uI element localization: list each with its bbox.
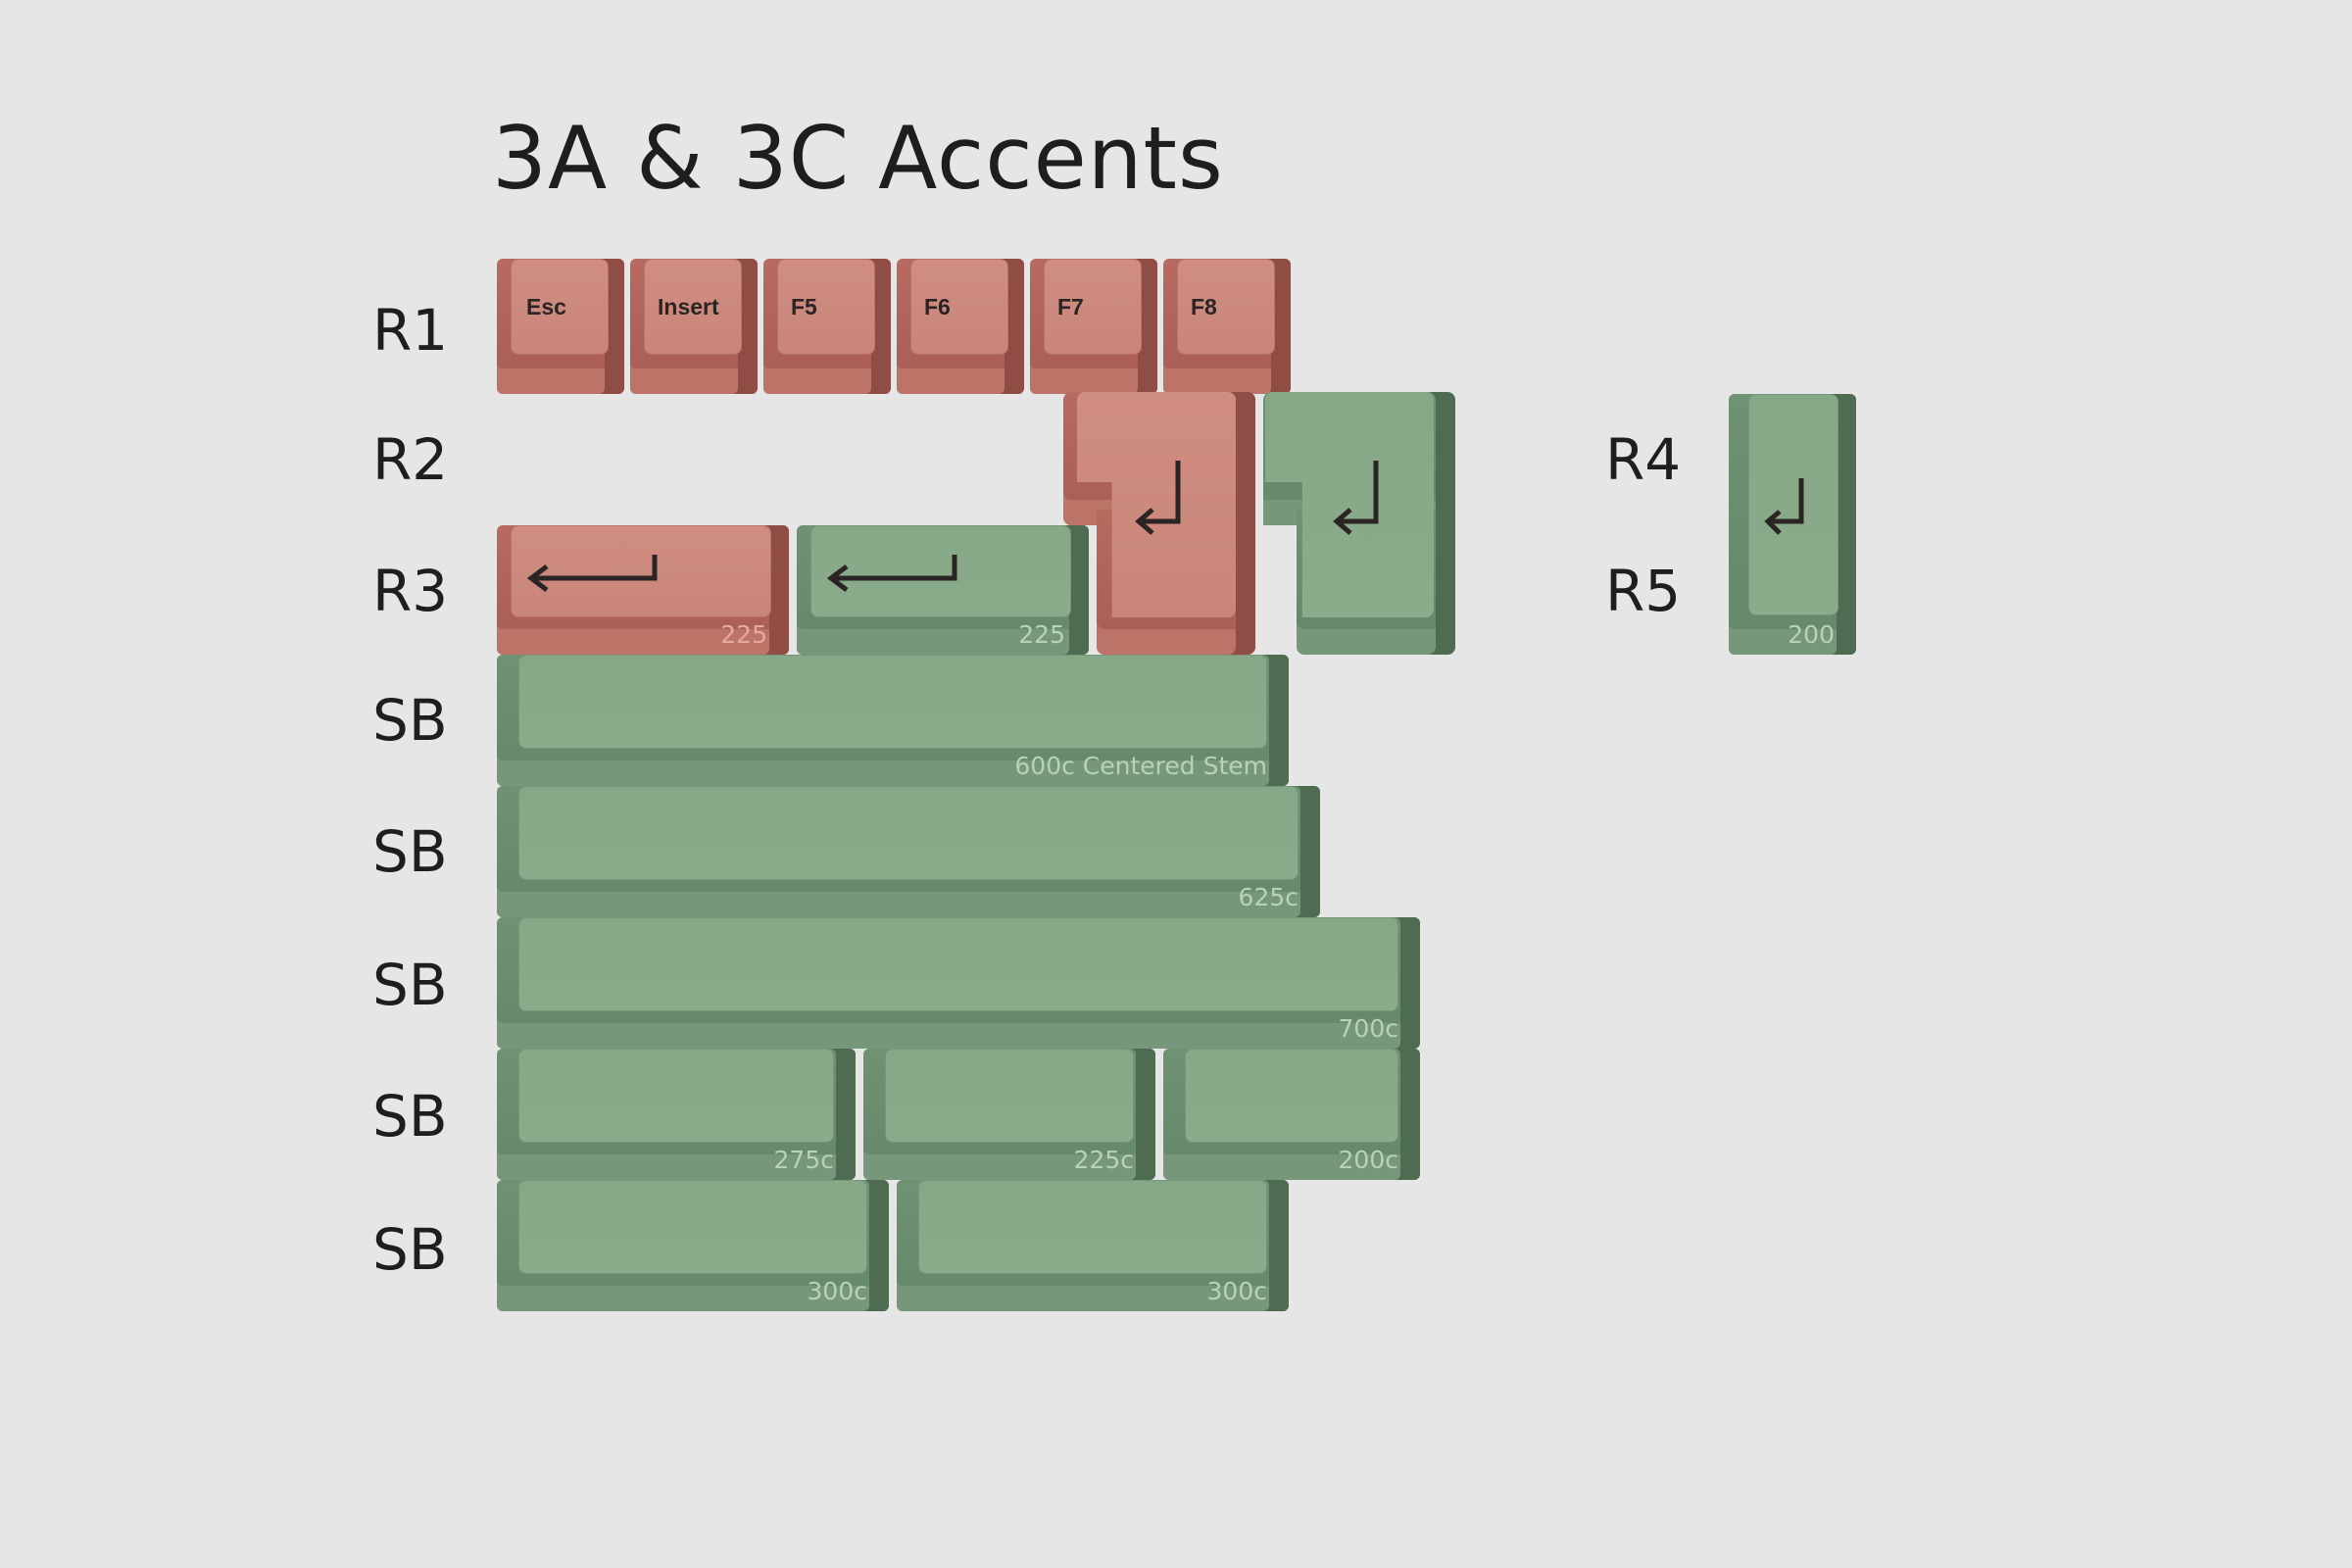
return-arrow-icon bbox=[1135, 461, 1181, 535]
keycap-spacebar-625c[interactable]: 625c bbox=[497, 786, 1320, 917]
row-label-sb-1: SB bbox=[372, 687, 448, 754]
keycap-face bbox=[518, 655, 1267, 749]
keycap-size-label: 200c bbox=[1338, 1146, 1398, 1174]
keycap-face bbox=[511, 259, 609, 355]
keycap-face bbox=[910, 259, 1008, 355]
keycap-size-label: 600c Centered Stem bbox=[1014, 752, 1267, 780]
row-label-sb-5: SB bbox=[372, 1216, 448, 1283]
row-label-sb-4: SB bbox=[372, 1083, 448, 1150]
keycap-legend: F8 bbox=[1191, 294, 1217, 319]
keycap-spacebar-200c[interactable]: 200c bbox=[1163, 1049, 1420, 1180]
keycap-face bbox=[885, 1049, 1134, 1143]
keycap-face bbox=[1185, 1049, 1398, 1143]
keycap-legend: F7 bbox=[1057, 294, 1084, 319]
keycap-face bbox=[918, 1180, 1267, 1274]
left-arrow-icon bbox=[826, 555, 957, 592]
keycap-legend: Esc bbox=[526, 294, 566, 319]
keycap-size-label: 225 bbox=[1018, 620, 1065, 649]
keycap-esc[interactable]: Esc bbox=[497, 259, 624, 394]
keycap-spacebar-275c[interactable]: 275c bbox=[497, 1049, 856, 1180]
keycap-face bbox=[644, 259, 742, 355]
left-arrow-icon bbox=[526, 555, 658, 592]
keycap-face bbox=[1748, 394, 1838, 615]
keycap-insert[interactable]: Insert bbox=[630, 259, 758, 394]
row-label-r5: R5 bbox=[1605, 558, 1682, 624]
keycap-legend: F6 bbox=[924, 294, 951, 319]
keycap-face bbox=[810, 525, 1071, 617]
keycap-size-label: 200 bbox=[1788, 620, 1835, 649]
keycap-spacebar-225c[interactable]: 225c bbox=[863, 1049, 1155, 1180]
keycap-legend: F5 bbox=[791, 294, 817, 319]
keycap-face bbox=[518, 917, 1398, 1011]
keycap-spacebar-700c[interactable]: 700c bbox=[497, 917, 1420, 1049]
row-label-r4: R4 bbox=[1605, 426, 1682, 493]
keycap-f7[interactable]: F7 bbox=[1030, 259, 1157, 394]
keycap-f5[interactable]: F5 bbox=[763, 259, 891, 394]
keycap-face bbox=[518, 786, 1298, 880]
keycap-size-label: 625c bbox=[1238, 883, 1298, 911]
keycap-spacebar-600c[interactable]: 600c Centered Stem bbox=[497, 655, 1289, 786]
keycap-size-label: 225c bbox=[1073, 1146, 1134, 1174]
keycap-size-label: 700c bbox=[1338, 1014, 1398, 1043]
keycap-vertical-enter-200[interactable]: 200 bbox=[1729, 394, 1856, 655]
keycap-r3-pink-225[interactable]: 225 bbox=[497, 525, 789, 655]
keycap-size-label: 300c bbox=[807, 1277, 867, 1305]
keycap-spacebar-300c-left[interactable]: 300c bbox=[497, 1180, 889, 1311]
keycap-face bbox=[1044, 259, 1142, 355]
keycap-legend: Insert bbox=[658, 294, 719, 319]
row-label-sb-3: SB bbox=[372, 952, 448, 1018]
return-arrow-icon bbox=[1764, 478, 1804, 535]
keycap-face bbox=[518, 1180, 867, 1274]
keycap-r3-green-225[interactable]: 225 bbox=[797, 525, 1089, 655]
keycap-f8[interactable]: F8 bbox=[1163, 259, 1291, 394]
keycap-size-label: 275c bbox=[773, 1146, 834, 1174]
keycap-face bbox=[1177, 259, 1275, 355]
keycap-spacebar-300c-right[interactable]: 300c bbox=[897, 1180, 1289, 1311]
keycap-f6[interactable]: F6 bbox=[897, 259, 1024, 394]
keycap-face bbox=[511, 525, 771, 617]
row-label-r3: R3 bbox=[372, 558, 449, 624]
keycap-size-label: 225 bbox=[720, 620, 767, 649]
row-label-sb-2: SB bbox=[372, 818, 448, 885]
return-arrow-icon bbox=[1333, 461, 1379, 535]
page-title: 3A & 3C Accents bbox=[492, 108, 1224, 209]
keycap-size-label: 300c bbox=[1206, 1277, 1267, 1305]
keycap-face bbox=[518, 1049, 834, 1143]
keycap-face bbox=[777, 259, 875, 355]
row-label-r2: R2 bbox=[372, 426, 449, 493]
row-label-r1: R1 bbox=[372, 297, 449, 364]
